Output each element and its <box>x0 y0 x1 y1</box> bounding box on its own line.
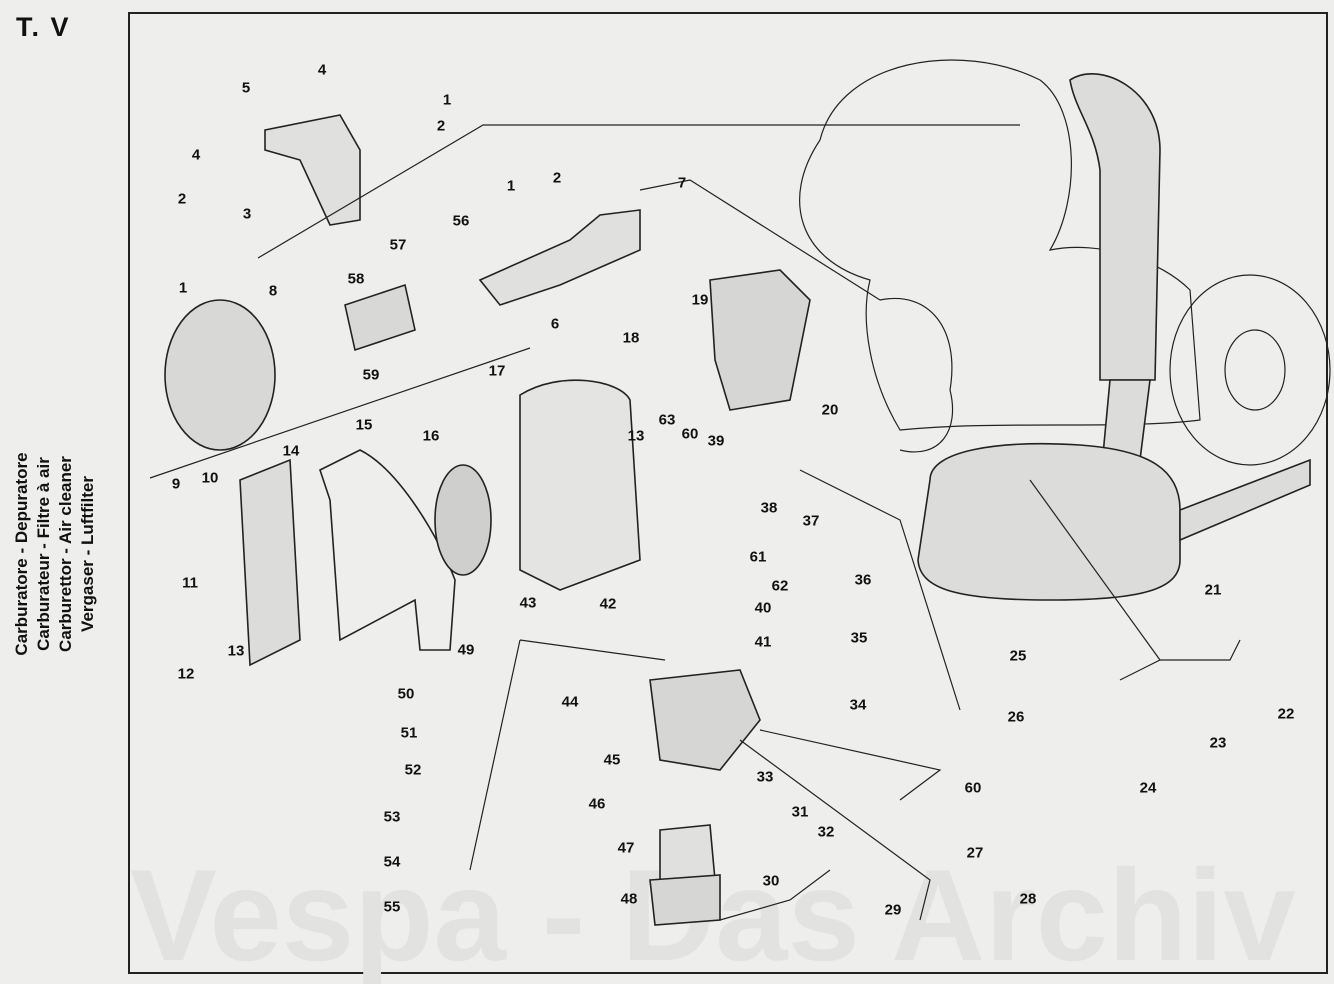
part-number-label: 7 <box>677 174 687 192</box>
engine-outline <box>799 59 1331 466</box>
part-number-label: 8 <box>268 282 278 300</box>
part-number-label: 44 <box>561 693 579 711</box>
part-number-label: 11 <box>182 574 198 592</box>
part-number-label: 29 <box>884 901 902 919</box>
part-number-label: 49 <box>457 641 475 659</box>
part-number-label: 6 <box>550 315 560 333</box>
part-number-label: 1 <box>506 177 516 195</box>
air-cleaner-bowl <box>164 299 276 451</box>
part-number-label: 46 <box>588 795 606 813</box>
part-number-label: 5 <box>241 79 251 97</box>
part-number-label: 4 <box>191 146 201 164</box>
part-number-label: 54 <box>383 853 401 871</box>
part-number-label: 50 <box>397 685 415 703</box>
part-number-label: 60 <box>964 779 982 797</box>
carburettor-upper <box>709 269 811 411</box>
part-number-label: 14 <box>282 442 300 460</box>
part-number-label: 36 <box>854 571 872 589</box>
part-number-label: 18 <box>622 329 640 347</box>
part-number-label: 53 <box>383 808 401 826</box>
part-number-label: 35 <box>850 629 868 647</box>
filter-mesh <box>434 464 492 576</box>
part-number-label: 37 <box>802 512 820 530</box>
part-number-label: 48 <box>620 890 638 908</box>
part-number-label: 33 <box>756 768 774 786</box>
plate-title: T. V <box>16 12 71 42</box>
part-number-label: 34 <box>849 696 867 714</box>
part-number-label: 40 <box>754 599 772 617</box>
part-number-label: 2 <box>436 117 446 135</box>
part-number-label: 39 <box>707 432 725 450</box>
part-number-label: 56 <box>452 212 470 230</box>
part-number-label: 23 <box>1209 734 1227 752</box>
part-number-label: 62 <box>771 577 789 595</box>
part-number-label: 17 <box>488 362 506 380</box>
diagram-frame <box>128 12 1328 974</box>
part-number-label: 47 <box>617 839 635 857</box>
intake-pipe <box>478 209 641 306</box>
part-number-label: 22 <box>1277 705 1295 723</box>
part-number-label: 25 <box>1009 647 1027 665</box>
part-number-label: 19 <box>691 291 709 309</box>
part-number-label: 32 <box>817 823 835 841</box>
part-number-label: 60 <box>681 425 699 443</box>
part-number-label: 43 <box>519 594 537 612</box>
part-number-label: 12 <box>177 665 195 683</box>
part-number-label: 38 <box>760 499 778 517</box>
part-number-label: 51 <box>400 724 418 742</box>
air-filter-housing <box>519 379 641 591</box>
exhaust-muffler <box>917 73 1311 601</box>
float-bowl <box>649 874 721 926</box>
intake-elbow <box>264 114 361 226</box>
part-number-label: 42 <box>599 595 617 613</box>
part-number-label: 63 <box>658 411 676 429</box>
part-number-label: 26 <box>1007 708 1025 726</box>
part-number-label: 55 <box>383 898 401 916</box>
part-number-label: 4 <box>317 61 327 79</box>
part-number-label: 30 <box>762 872 780 890</box>
part-number-label: 58 <box>347 270 365 288</box>
part-number-label: 9 <box>171 475 181 493</box>
part-number-label: 45 <box>603 751 621 769</box>
part-number-label: 61 <box>749 548 767 566</box>
part-number-label: 13 <box>227 642 245 660</box>
part-number-label: 1 <box>178 279 188 297</box>
part-number-label: 27 <box>966 844 984 862</box>
part-number-label: 59 <box>362 366 380 384</box>
part-number-label: 1 <box>442 91 452 109</box>
part-number-label: 41 <box>754 633 772 651</box>
part-number-label: 15 <box>355 416 373 434</box>
part-number-label: 21 <box>1204 581 1222 599</box>
part-number-label: 3 <box>242 205 252 223</box>
part-number-label: 28 <box>1019 890 1037 908</box>
carburettor-lower <box>649 669 761 771</box>
leader-lines <box>149 124 1241 921</box>
part-number-label: 52 <box>404 761 422 779</box>
sleeve <box>344 283 416 352</box>
part-number-label: 24 <box>1139 779 1157 797</box>
part-number-label: 16 <box>422 427 440 445</box>
part-number-label: 10 <box>201 469 219 487</box>
filter-gasket <box>319 449 456 651</box>
part-number-label: 31 <box>791 803 809 821</box>
part-number-label: 2 <box>552 169 562 187</box>
part-number-label: 57 <box>389 236 407 254</box>
part-number-label: 20 <box>821 401 839 419</box>
part-number-label: 2 <box>177 190 187 208</box>
filter-plate <box>239 458 301 667</box>
part-number-label: 13 <box>627 427 645 445</box>
